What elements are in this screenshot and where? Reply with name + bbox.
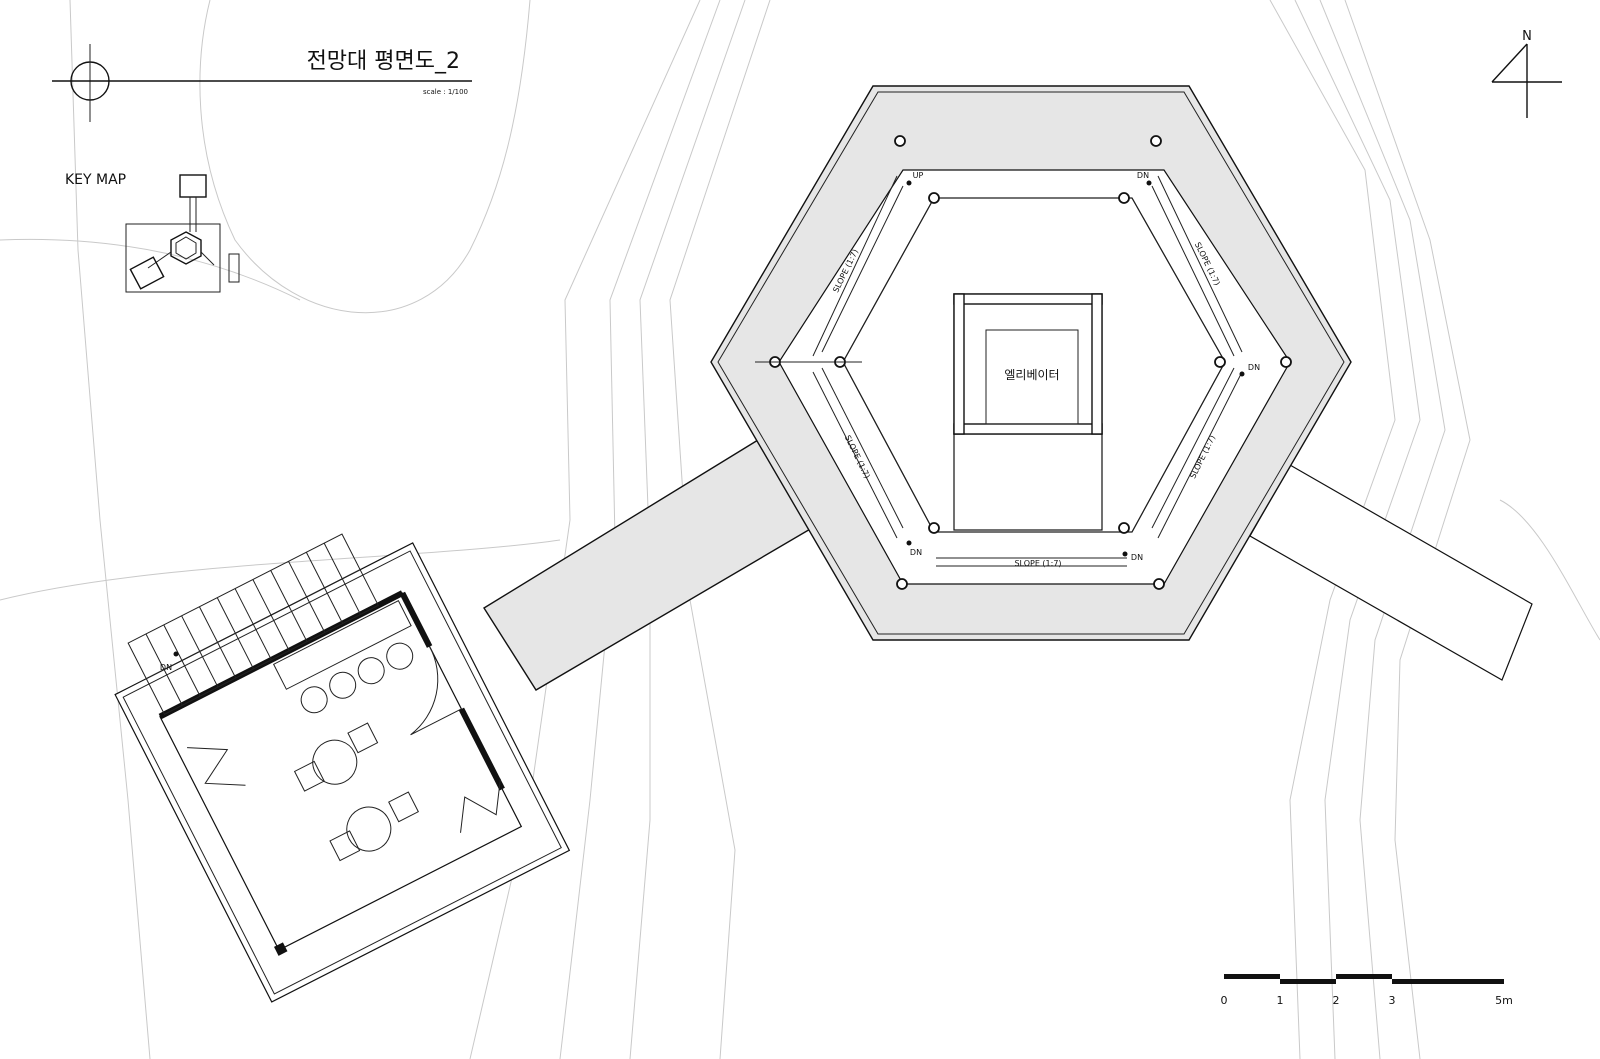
drawing-title: 전망대 평면도_2 [307, 49, 460, 74]
scale-seg-2 [1280, 979, 1336, 984]
bridge-west [483, 439, 813, 691]
scale-tick-label: 5m [1495, 994, 1513, 1007]
scale-seg-3 [1336, 974, 1392, 979]
columns [755, 135, 1292, 590]
level-mark-up: UP [913, 171, 924, 180]
scale-tick-label: 1 [1277, 994, 1284, 1007]
level-mark-dn-ne: DN [1137, 171, 1149, 180]
elevator-core: 엘리베이터 [953, 293, 1103, 531]
level-mark-dn-se: DN [1131, 553, 1143, 562]
scale-tick-label: 3 [1389, 994, 1396, 1007]
level-mark-dn-cafe: DN [160, 663, 172, 672]
north-arrow-icon: N [1491, 29, 1562, 118]
title-block: 전망대 평면도_2 scale : 1/100 [52, 44, 472, 122]
bridge-east [1249, 464, 1533, 681]
level-mark-dn-e: DN [1248, 363, 1260, 372]
elevator-label: 엘리베이터 [1004, 368, 1059, 382]
drawing-scale: scale : 1/100 [423, 88, 468, 96]
key-map: KEY MAP [65, 172, 240, 293]
scale-tick-label: 0 [1221, 994, 1228, 1007]
scale-seg-4 [1392, 979, 1504, 984]
scale-tick-label: 2 [1333, 994, 1340, 1007]
north-label: N [1522, 29, 1532, 44]
scale-bar: 0 1 2 3 5m [1221, 974, 1513, 1007]
key-map-label: KEY MAP [65, 172, 126, 188]
scale-seg-1 [1224, 974, 1280, 979]
cafe-pavilion [114, 533, 571, 1003]
ramp-label-s: SLOPE (1:7) [1014, 559, 1061, 568]
level-mark-dn-sw: DN [910, 548, 922, 557]
